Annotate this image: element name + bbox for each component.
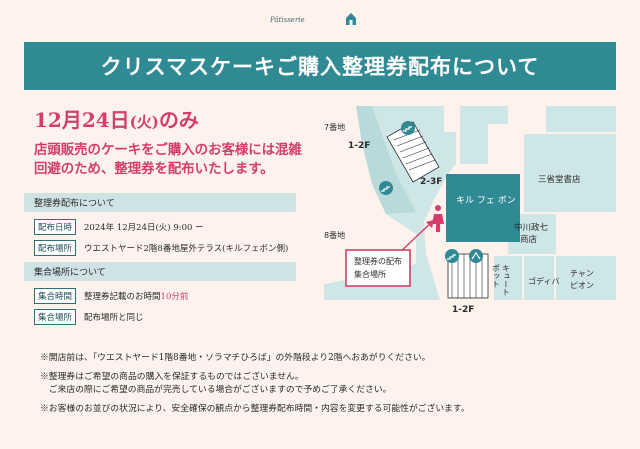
floor-label-2-3: 2-3F <box>420 177 442 187</box>
person-icon <box>432 205 444 232</box>
store-kirufebon: キル フェ ボン <box>456 195 516 206</box>
store-nakagawa-2: 商店 <box>520 234 538 245</box>
meeting-place-label: 集合場所 <box>34 309 77 325</box>
callout-arrowhead <box>426 220 434 228</box>
distribution-place-row: 配布場所 ウエストヤード2階8番地屋外テラス(キルフェボン側) <box>34 240 288 256</box>
house-icon <box>346 13 356 25</box>
meeting-time-accent: 10分前 <box>160 292 189 302</box>
distribution-datetime-value: 2024年 12月24日(火) 9:00 ー <box>84 223 204 233</box>
lead-message: 店頭販売のケーキをご購入のお客様には混雑回避のため、整理券を配布いたします。 <box>34 143 302 177</box>
store-potto: ポット <box>492 264 501 288</box>
stairs-icon-bottom <box>445 249 459 263</box>
meeting-place-value: 配布場所と同じ <box>84 313 144 323</box>
callout-arrow <box>397 219 435 255</box>
store-nakagawa-1: 中川政七 <box>514 222 549 233</box>
store-kirufebon-block <box>446 174 520 242</box>
footnotes: ※開店前は、「ウエストヤード1階8番地・ソラマチひろば」の外階段より2階へおあが… <box>40 352 470 416</box>
note-2: ※整理券はご希望の商品の購入を保証するものではございません。 <box>40 372 304 382</box>
note-1: ※開店前は、「ウエストヤード1階8番地・ソラマチひろば」の外階段より2階へおあが… <box>40 353 431 363</box>
date-text: 12月24日 <box>34 108 130 132</box>
stairs-icon-mid <box>379 181 393 195</box>
block-kitte <box>494 256 522 300</box>
floor-label-bottom: 1-2F <box>452 305 474 315</box>
block-sanseido <box>524 134 616 212</box>
block-top-right <box>460 106 508 164</box>
block-champion <box>556 256 616 300</box>
distribution-place-label: 配布場所 <box>34 240 77 256</box>
section-meeting-header: 集合場所について <box>24 262 296 281</box>
meeting-place-row: 集合場所 配布場所と同じ <box>34 309 144 325</box>
stairs-icon-top <box>401 121 415 135</box>
page-title: クリスマスケーキご購入整理券配布について <box>24 42 616 90</box>
upper-left-area <box>356 106 416 214</box>
note-3: ご来店の際にご希望の商品が完売している場合がございますので予めご了承ください。 <box>40 385 392 395</box>
note-4: ※お客様のお並びの状況により、安全確保の観点から整理券配布時間・内容を変更する可… <box>40 404 470 414</box>
brand-logo: Pâtisserie <box>270 12 370 28</box>
store-kitte: キュート <box>502 264 511 296</box>
floor-label-top: 1-2F <box>348 141 370 151</box>
store-champion-1: チャン <box>570 269 594 278</box>
callout-line-1: 整理券の配布 <box>354 256 402 266</box>
weekday-text: (火) <box>129 113 159 131</box>
store-sanseido: 三省堂書店 <box>538 174 581 185</box>
floor-map: 整理券の配布 集合場所 7番地 8番地 1-2F 2-3F 1-2F キル フェ… <box>324 106 616 315</box>
area-label-7: 7番地 <box>324 122 345 132</box>
date-headline: 12月24日(火)のみ <box>34 104 199 133</box>
meeting-time-value: 整理券記載のお時間 <box>84 292 161 302</box>
staircase-top <box>386 121 440 183</box>
distribution-place-value: ウエストヤード2階8番地屋外テラス(キルフェボン側) <box>84 244 289 254</box>
block-godiva <box>524 256 554 300</box>
distribution-datetime-label: 配布日時 <box>34 219 77 235</box>
section-distribution-header: 整理券配布について <box>24 193 296 212</box>
elevator-icon <box>469 249 483 263</box>
distribution-datetime-row: 配布日時 2024年 12月24日(火) 9:00 ー <box>34 219 204 235</box>
area-label-8: 8番地 <box>324 230 345 240</box>
callout-line-2: 集合場所 <box>354 269 386 279</box>
meeting-time-label: 集合時間 <box>34 288 77 304</box>
logo-text: Pâtisserie <box>270 16 305 24</box>
callout-box <box>345 249 411 287</box>
store-champion-2: ピオン <box>570 281 594 290</box>
store-godiva: ゴディバ <box>528 276 559 286</box>
block-right-upper <box>546 106 616 132</box>
date-suffix: のみ <box>158 108 199 132</box>
